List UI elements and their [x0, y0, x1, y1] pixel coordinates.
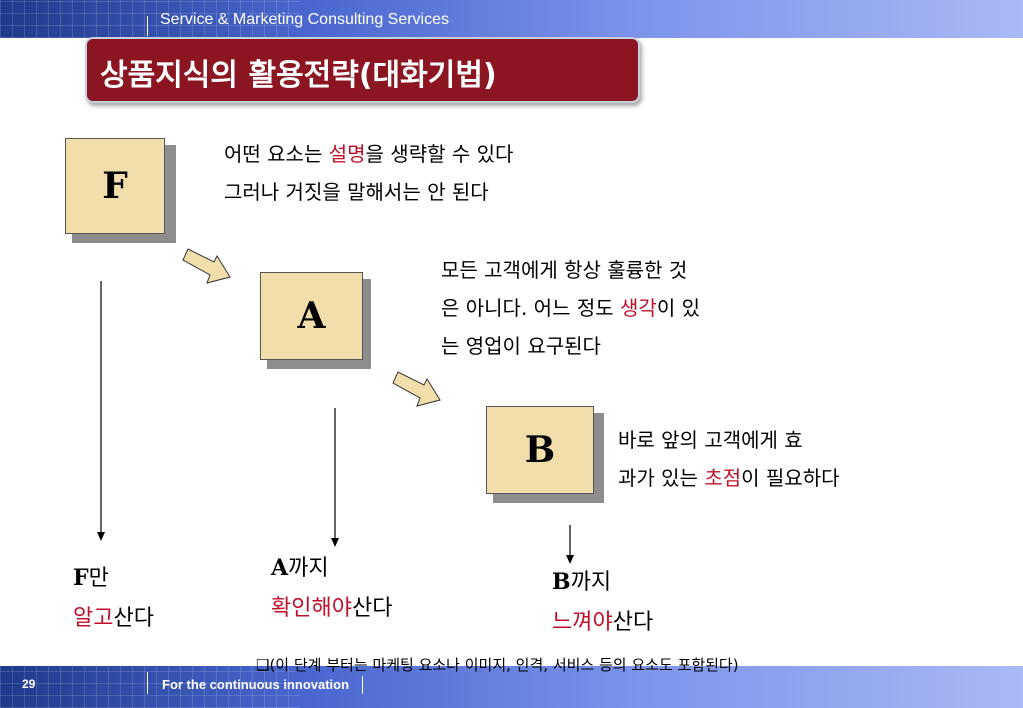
label-f-letter: F	[73, 565, 89, 591]
title-box	[85, 37, 640, 103]
desc-a: 모든 고객에게 항상 훌륭한 것 은 아니다. 어느 정도 생각이 있 는 영업…	[441, 251, 700, 365]
label-a-post: 산다	[351, 596, 393, 621]
desc-b-line2-pre: 과가 있는	[618, 466, 705, 490]
footnote: ❑(이 단계 부터는 마케팅 요소나 이미지, 인격, 서비스 등의 요소도 포…	[256, 656, 739, 674]
desc-f-highlight: 설명	[328, 142, 366, 166]
label-f-highlight: 알고	[73, 606, 114, 631]
down-arrowhead-b	[566, 555, 574, 564]
label-a: A까지 확인해야산다	[271, 548, 392, 629]
label-f-line2: 알고산다	[73, 599, 154, 639]
desc-b-highlight: 초점	[704, 466, 742, 490]
company-name: Service & Marketing Consulting Services	[160, 11, 450, 28]
block-arrow-f-to-a	[182, 248, 231, 284]
desc-b-line1: 바로 앞의 고객에게 효	[618, 428, 803, 452]
desc-b: 바로 앞의 고객에게 효 과가 있는 초점이 필요하다	[618, 421, 840, 497]
label-b-suffix: 까지	[570, 570, 612, 595]
label-b-highlight: 느껴야	[552, 610, 613, 635]
label-f: F만 알고산다	[73, 558, 154, 639]
label-b: B까지 느껴야산다	[552, 562, 653, 643]
header-separator	[147, 16, 148, 36]
card-b: B	[486, 406, 594, 494]
desc-a-line3: 는 영업이 요구된다	[441, 334, 601, 358]
down-arrowhead-a	[331, 538, 339, 547]
block-arrow-a-to-b	[392, 371, 441, 407]
label-a-line1: A까지	[271, 548, 392, 589]
desc-a-line2-post: 이 있	[656, 296, 700, 320]
down-arrowhead-f	[97, 532, 105, 541]
desc-f: 어떤 요소는 설명을 생략할 수 있다 그러나 거짓을 말해서는 안 된다	[224, 135, 513, 211]
label-b-letter: B	[552, 569, 571, 595]
footer-separator-right	[362, 676, 363, 694]
label-a-letter: A	[271, 555, 289, 581]
desc-f-line1-pre: 어떤 요소는	[224, 142, 329, 166]
desc-b-line2: 과가 있는 초점이 필요하다	[618, 459, 840, 497]
desc-b-line2-post: 이 필요하다	[741, 466, 840, 490]
card-a: A	[260, 272, 363, 360]
label-a-highlight: 확인해야	[271, 596, 352, 621]
desc-a-line1: 모든 고객에게 항상 훌륭한 것	[441, 258, 688, 282]
footer-band	[0, 666, 1023, 708]
label-f-suffix: 만	[88, 566, 109, 591]
footer-mesh-pattern	[0, 666, 300, 708]
desc-f-line2: 그러나 거짓을 말해서는 안 된다	[224, 180, 489, 204]
footer-separator-left	[147, 672, 148, 694]
card-f: F	[65, 138, 165, 234]
slide-title: 상품지식의 활용전략(대화기법)	[100, 58, 497, 93]
desc-f-line1-post: 을 생략할 수 있다	[365, 142, 514, 166]
desc-a-highlight: 생각	[620, 296, 657, 320]
label-f-line1: F만	[73, 558, 154, 599]
label-a-line2: 확인해야산다	[271, 589, 392, 629]
label-b-line2: 느껴야산다	[552, 603, 653, 643]
label-f-post: 산다	[113, 606, 154, 631]
footer-slogan: For the continuous innovation	[162, 677, 350, 692]
label-b-post: 산다	[612, 610, 654, 635]
header-mesh-pattern	[0, 0, 300, 38]
desc-a-line2-pre: 은 아니다. 어느 정도	[441, 296, 620, 320]
label-b-line1: B까지	[552, 562, 653, 603]
page-number: 29	[22, 677, 36, 691]
desc-f-line1: 어떤 요소는 설명을 생략할 수 있다	[224, 135, 513, 173]
label-a-suffix: 까지	[288, 556, 329, 581]
header-band	[0, 0, 1023, 38]
desc-a-line2: 은 아니다. 어느 정도 생각이 있	[441, 289, 700, 327]
